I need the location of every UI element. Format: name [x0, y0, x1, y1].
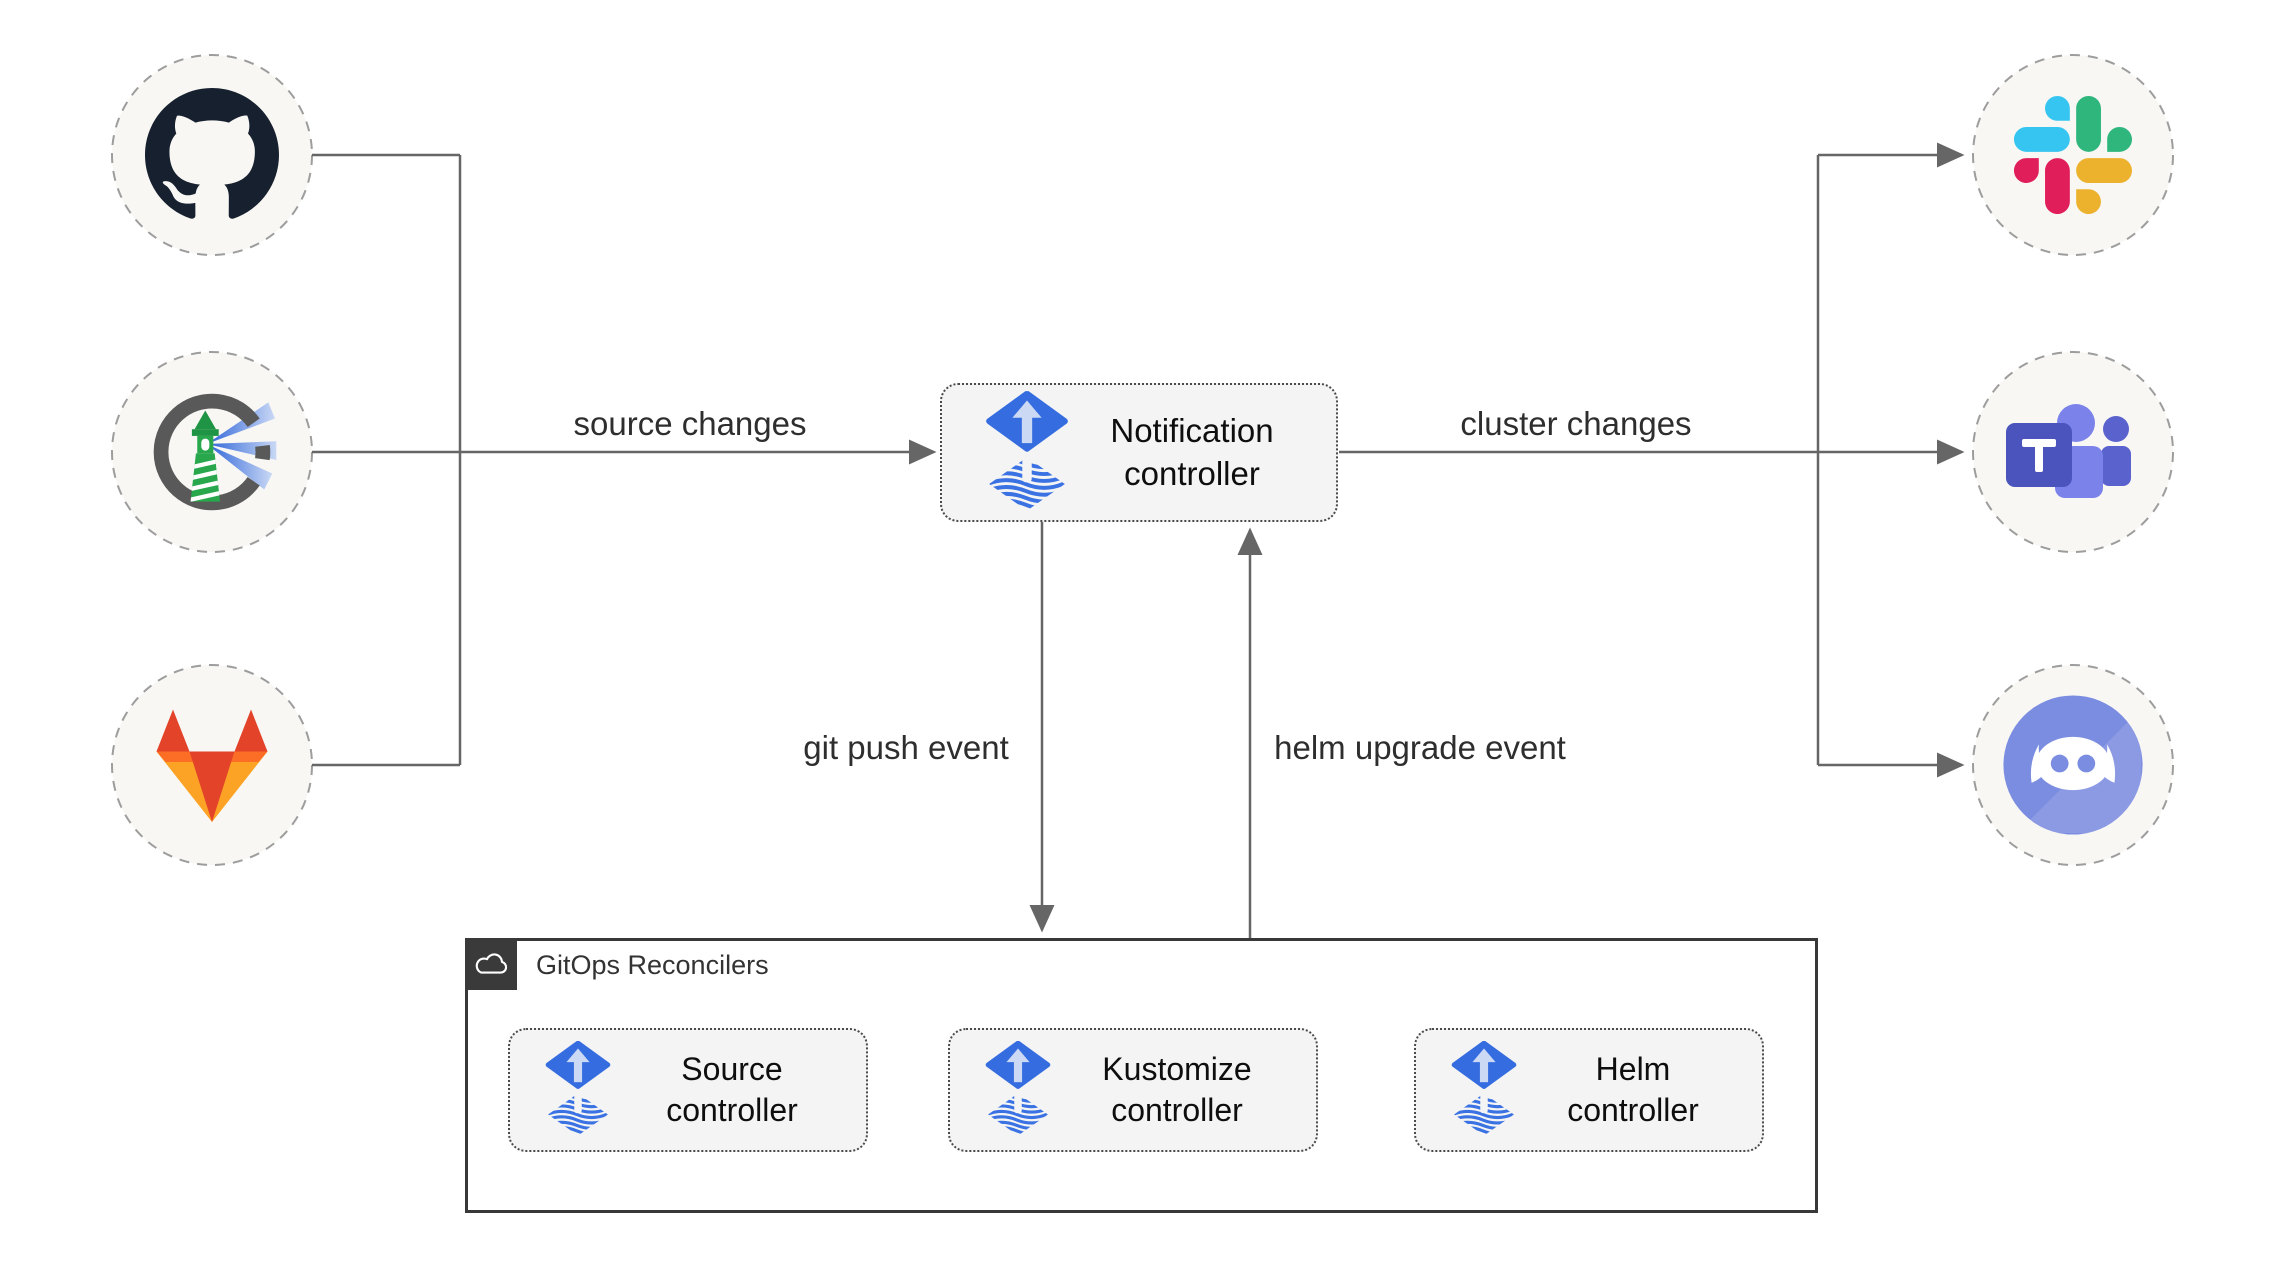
- helm-controller-label: Helm controller: [1567, 1051, 1699, 1128]
- flux-icon: [984, 1041, 1052, 1139]
- github-icon: [145, 88, 279, 222]
- edge-label-source-changes: source changes: [573, 405, 807, 442]
- slack-node-circle: [1972, 54, 2174, 256]
- kustomize-controller-box: Kustomize controller: [948, 1028, 1318, 1152]
- source-controller-label: Source controller: [666, 1051, 798, 1128]
- cloud-icon: [475, 953, 508, 974]
- slack-icon: [2014, 96, 2132, 214]
- flux-icon: [984, 391, 1070, 515]
- notification-controller-label: Notification controller: [1110, 412, 1274, 492]
- source-controller-box: Source controller: [508, 1028, 868, 1152]
- kustomize-controller-label: Kustomize controller: [1102, 1051, 1252, 1128]
- docker-registry-icon: [145, 385, 279, 519]
- ms-teams-icon: [2000, 396, 2146, 512]
- edge-label-cluster-changes: cluster changes: [1460, 405, 1692, 442]
- flux-icon: [1450, 1041, 1518, 1139]
- gitlab-icon: [137, 690, 287, 840]
- notification-controller-box: Notification controller: [940, 383, 1338, 522]
- gitops-reconcilers-header-square: [465, 938, 517, 990]
- helm-controller-box: Helm controller: [1414, 1028, 1764, 1152]
- gitops-reconcilers-title: GitOps Reconcilers: [536, 950, 769, 980]
- flux-icon: [544, 1041, 612, 1139]
- edge-label-helm-upgrade-event: helm upgrade event: [1274, 729, 1566, 766]
- discord-icon: [1999, 691, 2147, 839]
- edge-label-git-push-event: git push event: [803, 729, 1009, 766]
